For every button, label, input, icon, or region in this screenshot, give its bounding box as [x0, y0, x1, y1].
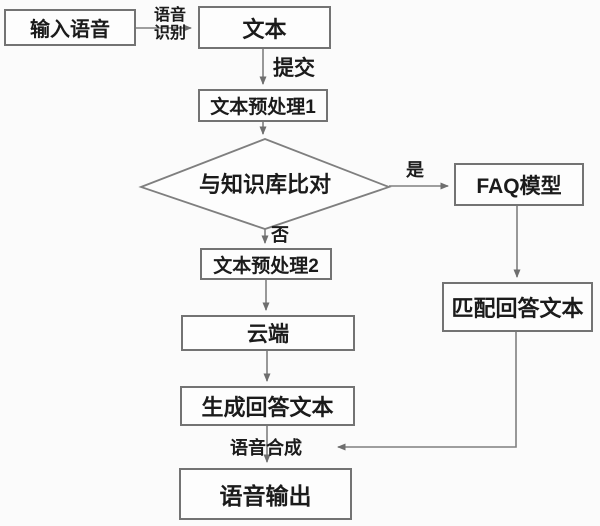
- edge-label-speech-recognition-line2: 识别: [153, 25, 186, 43]
- edge-label-no: 否: [271, 225, 289, 245]
- node-text: 文本: [198, 6, 331, 49]
- node-preprocess2: 文本预处理2: [200, 248, 332, 280]
- edge-label-speech-recognition-line1: 语音: [153, 7, 186, 24]
- edge-label-speech-recognition: 语音 识别: [146, 7, 194, 44]
- node-faq-model: FAQ模型: [454, 163, 584, 206]
- edge-match-to-synthesis: [337, 332, 517, 451]
- node-input-speech: 输入语音: [4, 9, 136, 46]
- node-compare-label: 与知识库比对: [198, 172, 331, 197]
- node-match-answer: 匹配回答文本: [442, 282, 593, 332]
- node-preprocess1: 文本预处理1: [198, 89, 328, 122]
- node-generate-answer: 生成回答文本: [180, 386, 355, 426]
- edge-label-submit: 提交: [273, 57, 315, 80]
- edge-label-yes: 是: [406, 160, 424, 180]
- node-speech-output: 语音输出: [179, 468, 352, 520]
- edge-label-speech-synthesis: 语音合成: [230, 438, 302, 458]
- node-cloud: 云端: [181, 315, 355, 351]
